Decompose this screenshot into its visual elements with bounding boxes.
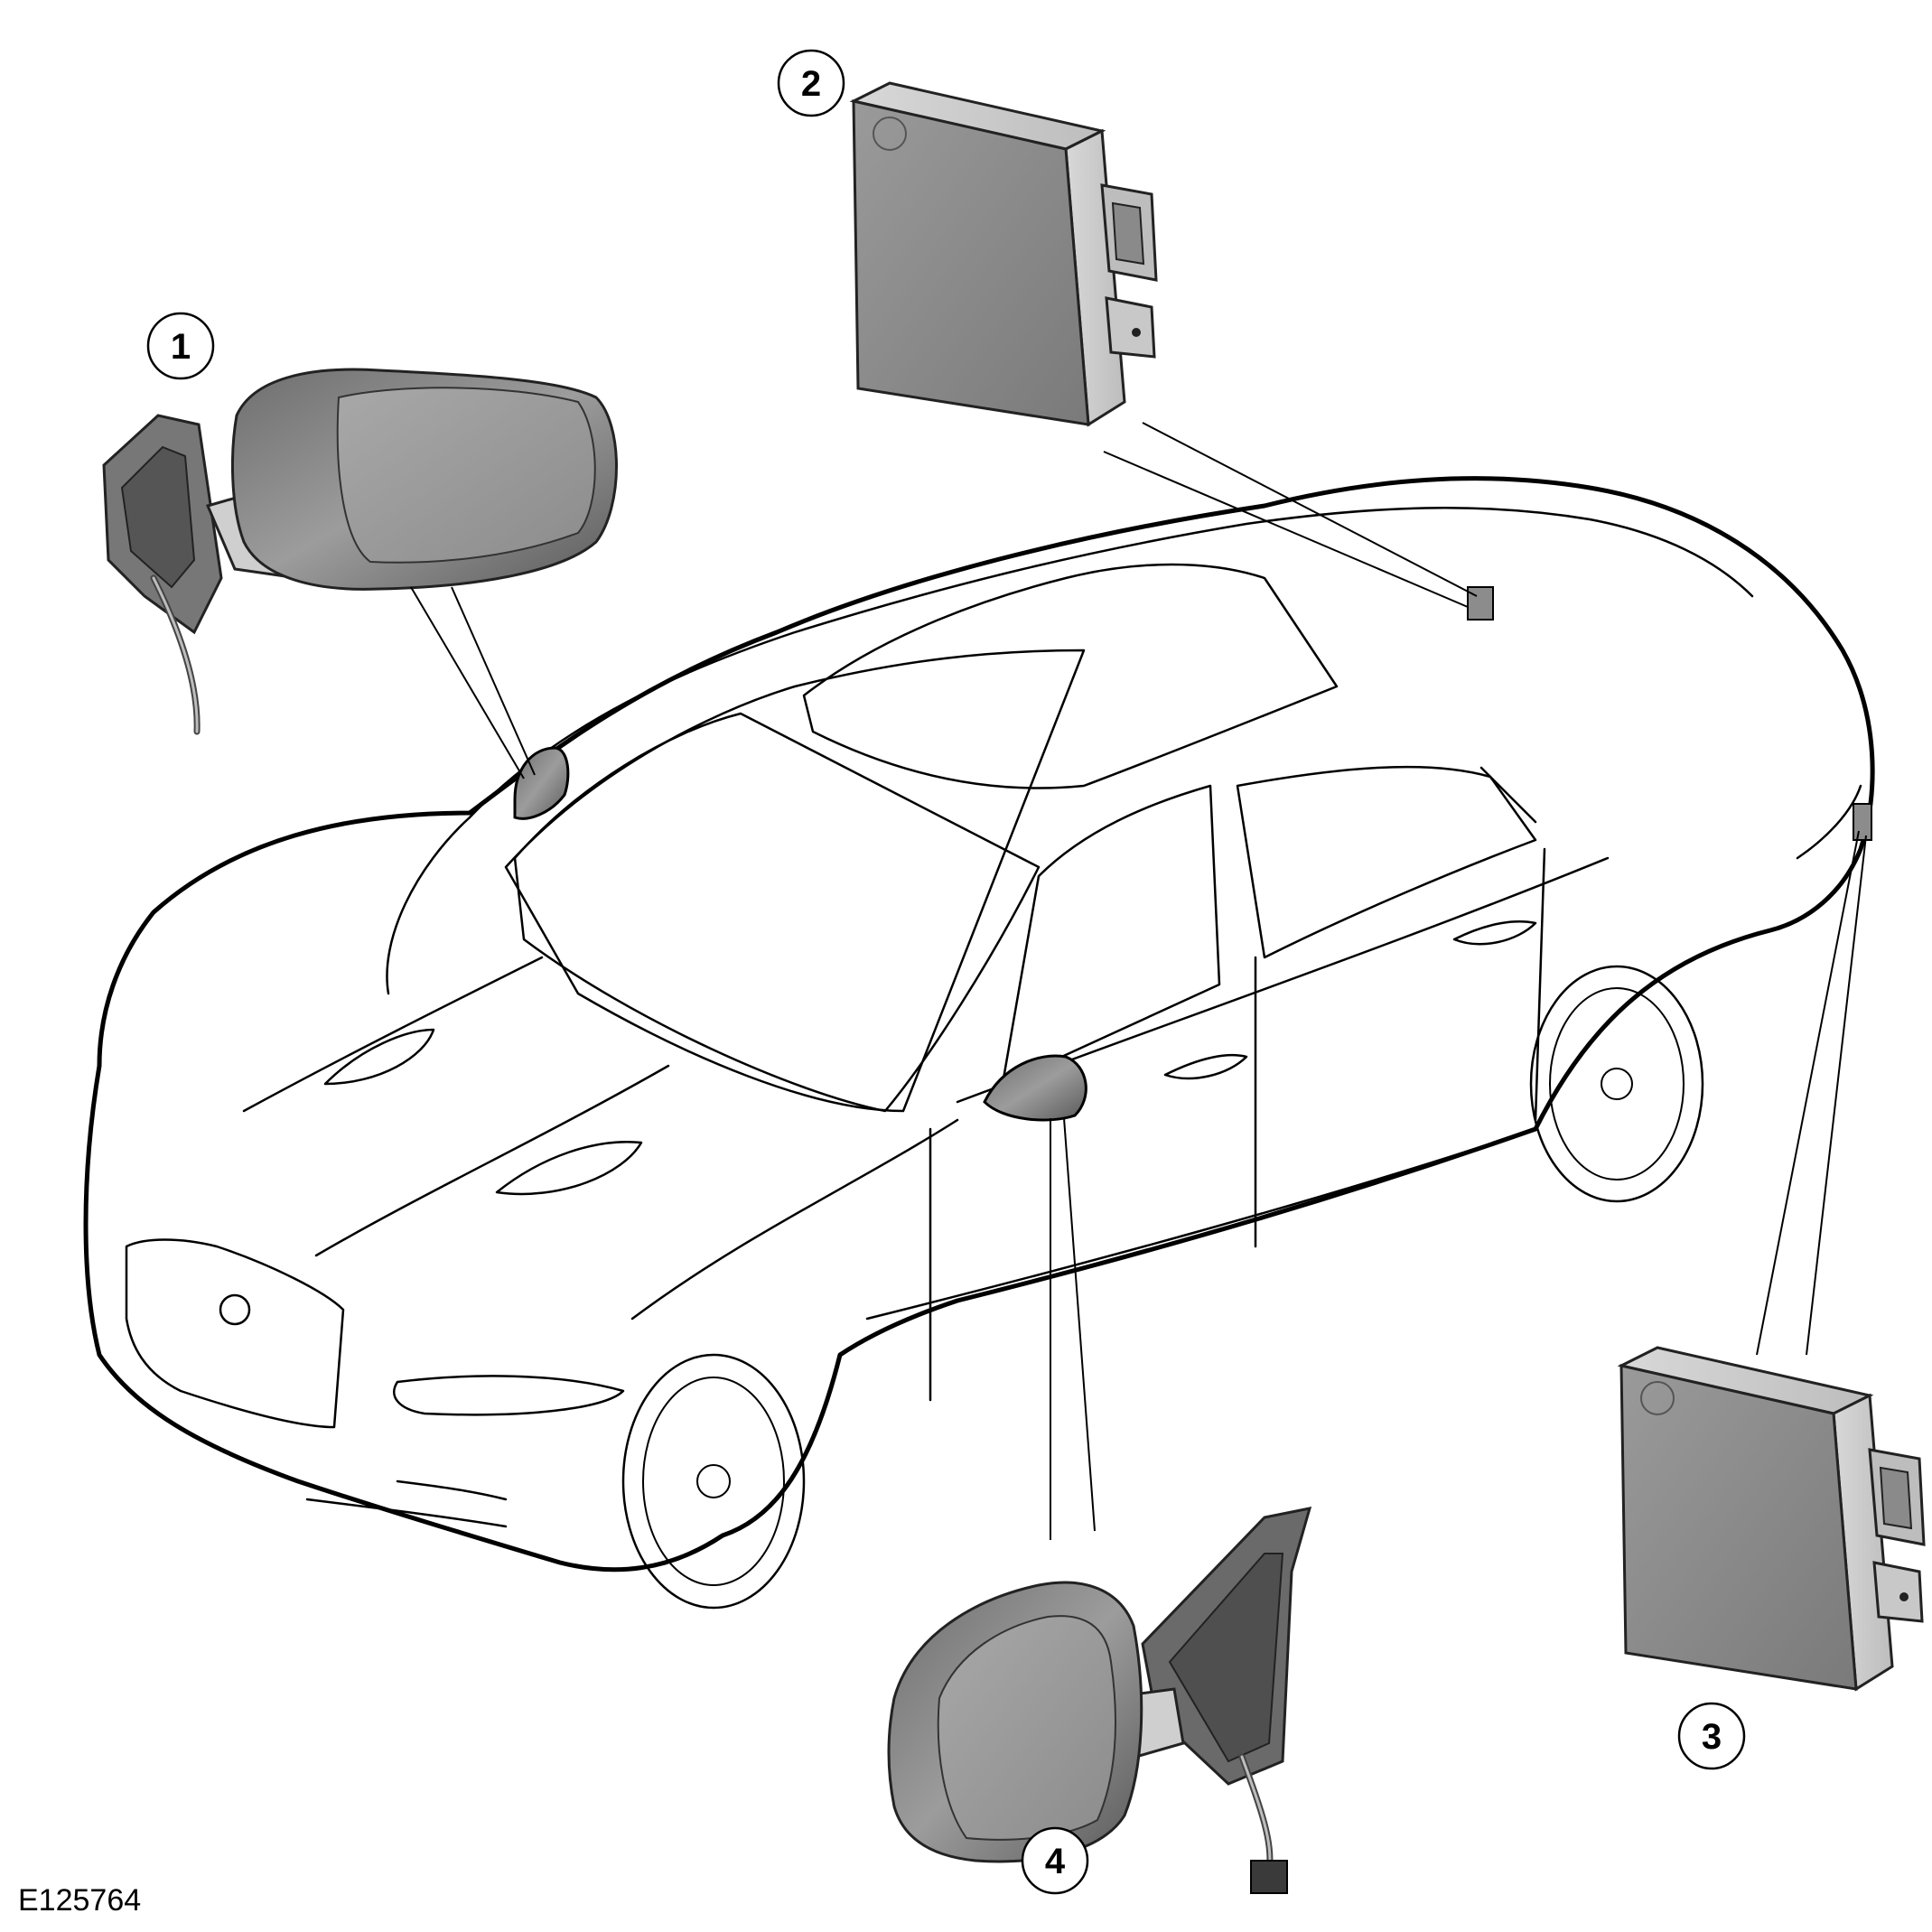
component-3-control-module [1617,830,1926,1692]
module-location-rear [1853,803,1872,841]
callout-1-number: 1 [171,327,191,367]
vehicle-illustration [83,476,1875,1610]
callout-4-number: 4 [1045,1842,1066,1881]
left-mirror-on-car [513,746,570,820]
component-1-left-door-mirror [102,368,618,779]
right-mirror-on-car [983,1054,1087,1122]
component-4-right-door-mirror [887,1117,1312,1894]
callout-2-number: 2 [801,64,821,104]
component-2-control-module [849,81,1478,608]
module-location-roof [1467,586,1494,621]
callout-3: 3 [1677,1702,1746,1770]
callout-3-number: 3 [1702,1717,1722,1757]
callout-2: 2 [777,49,845,117]
callout-1: 1 [146,312,215,380]
callout-4: 4 [1021,1826,1089,1895]
figure-id-label: E125764 [18,1883,142,1918]
